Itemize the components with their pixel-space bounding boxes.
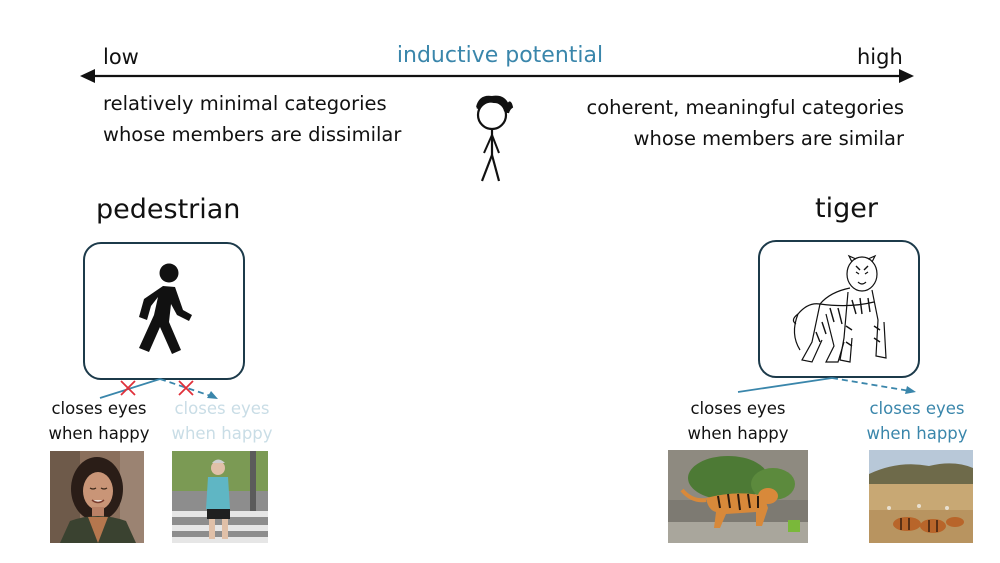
category-box-tiger [758, 240, 920, 378]
right-description-line1: coherent, meaningful categories [586, 96, 904, 119]
category-title-pedestrian: pedestrian [96, 194, 241, 225]
right-inference-arrows [737, 377, 916, 394]
left-description-line2: whose members are dissimilar [103, 123, 402, 146]
high-label: high [857, 45, 903, 69]
left-description-line1: relatively minimal categories [103, 92, 387, 115]
category-title-tiger: tiger [815, 193, 878, 224]
right-member-2-label: closes eyes when happy [852, 396, 982, 446]
left-inference-arrows [99, 378, 218, 399]
left-member-1-label-line2: when happy [48, 424, 150, 443]
right-member-1-label: closes eyes when happy [673, 396, 803, 446]
left-member-2-label: closes eyes when happy [157, 396, 287, 446]
right-member-2-label-line1: closes eyes [869, 399, 965, 418]
right-member-1-label-line1: closes eyes [690, 399, 786, 418]
photo-smiling-woman [50, 451, 144, 543]
stick-figure-icon [476, 95, 514, 182]
left-description: relatively minimal categories whose memb… [103, 88, 401, 150]
walking-person-icon [139, 263, 192, 354]
low-label: low [103, 45, 139, 69]
right-member-1-label-line2: when happy [687, 424, 789, 443]
photo-tigers-savanna [869, 450, 973, 543]
tiger-sketch-icon [792, 254, 887, 363]
left-member-1-label: closes eyes when happy [34, 396, 164, 446]
right-description: coherent, meaningful categories whose me… [586, 92, 904, 154]
left-member-2-label-line2: when happy [171, 424, 273, 443]
scale-title: inductive potential [396, 43, 604, 68]
left-member-1-label-line1: closes eyes [51, 399, 147, 418]
left-member-2-label-line1: closes eyes [174, 399, 270, 418]
right-description-line2: whose members are similar [633, 127, 904, 150]
category-box-pedestrian [83, 242, 245, 380]
photo-tiger-walking [668, 450, 808, 543]
cross-mark-icon [178, 380, 194, 396]
double-arrow-axis [80, 69, 914, 83]
photo-woman-crossing [172, 451, 268, 543]
cross-mark-icon [120, 380, 136, 396]
right-member-2-label-line2: when happy [866, 424, 968, 443]
